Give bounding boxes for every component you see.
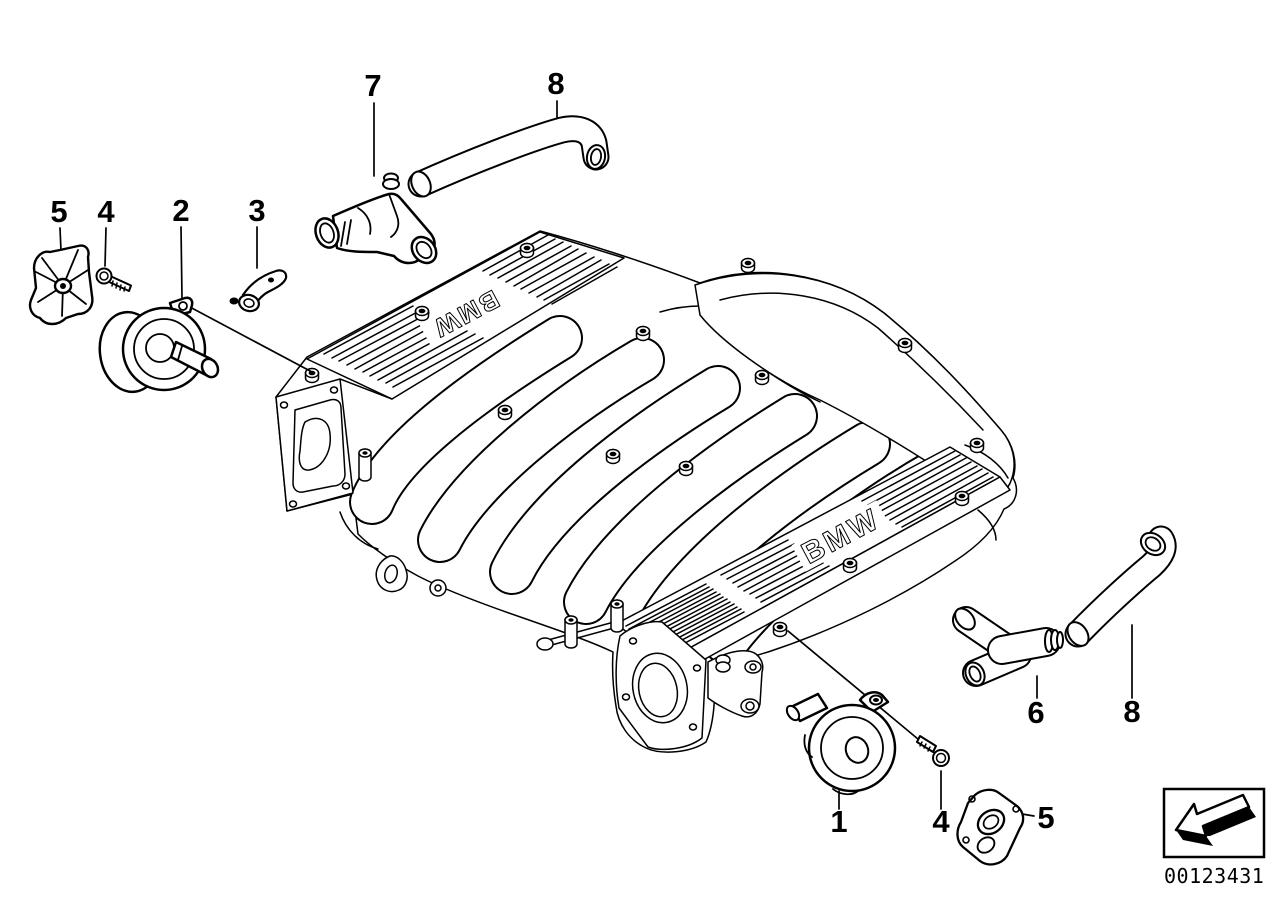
part-2-pressure-valve <box>98 296 220 394</box>
callout-5-bottom[interactable]: 5 <box>1037 800 1055 835</box>
part-8-vent-hose-right <box>1064 525 1177 648</box>
intake-manifold: BMW BMW <box>275 230 1018 753</box>
part-4-screw-left <box>95 267 132 292</box>
direction-arrow-icon <box>1162 787 1266 859</box>
callout-7[interactable]: 7 <box>364 68 382 103</box>
part-7-vent-pipe <box>314 172 438 265</box>
part-6-angled-connector <box>952 606 1064 687</box>
callout-8-right[interactable]: 8 <box>1123 694 1141 729</box>
callout-6[interactable]: 6 <box>1027 695 1045 730</box>
callout-5-left[interactable]: 5 <box>50 194 68 229</box>
callout-1[interactable]: 1 <box>830 804 848 839</box>
left-throttle-flange <box>275 378 393 512</box>
callout-4-bottom[interactable]: 4 <box>932 804 950 839</box>
callout-4-left[interactable]: 4 <box>97 194 115 229</box>
part-8-vent-hose-top <box>407 115 610 198</box>
front-cover-band: BMW <box>615 446 1011 675</box>
drawing-number: 00123431 <box>1164 864 1265 888</box>
rear-cover-band: BMW <box>306 231 625 400</box>
part-3-bracket <box>229 269 288 313</box>
part-5-ribbed-cover <box>28 244 94 326</box>
callout-3[interactable]: 3 <box>248 193 266 228</box>
callout-8-top[interactable]: 8 <box>547 66 565 101</box>
callout-2[interactable]: 2 <box>172 193 190 228</box>
leader-lines <box>59 100 1133 817</box>
part-4-screw-bottom <box>916 735 950 767</box>
bottom-throttle-flange <box>615 620 764 750</box>
part-5-gasket <box>956 788 1025 866</box>
part-1-pressure-valve <box>785 691 897 796</box>
